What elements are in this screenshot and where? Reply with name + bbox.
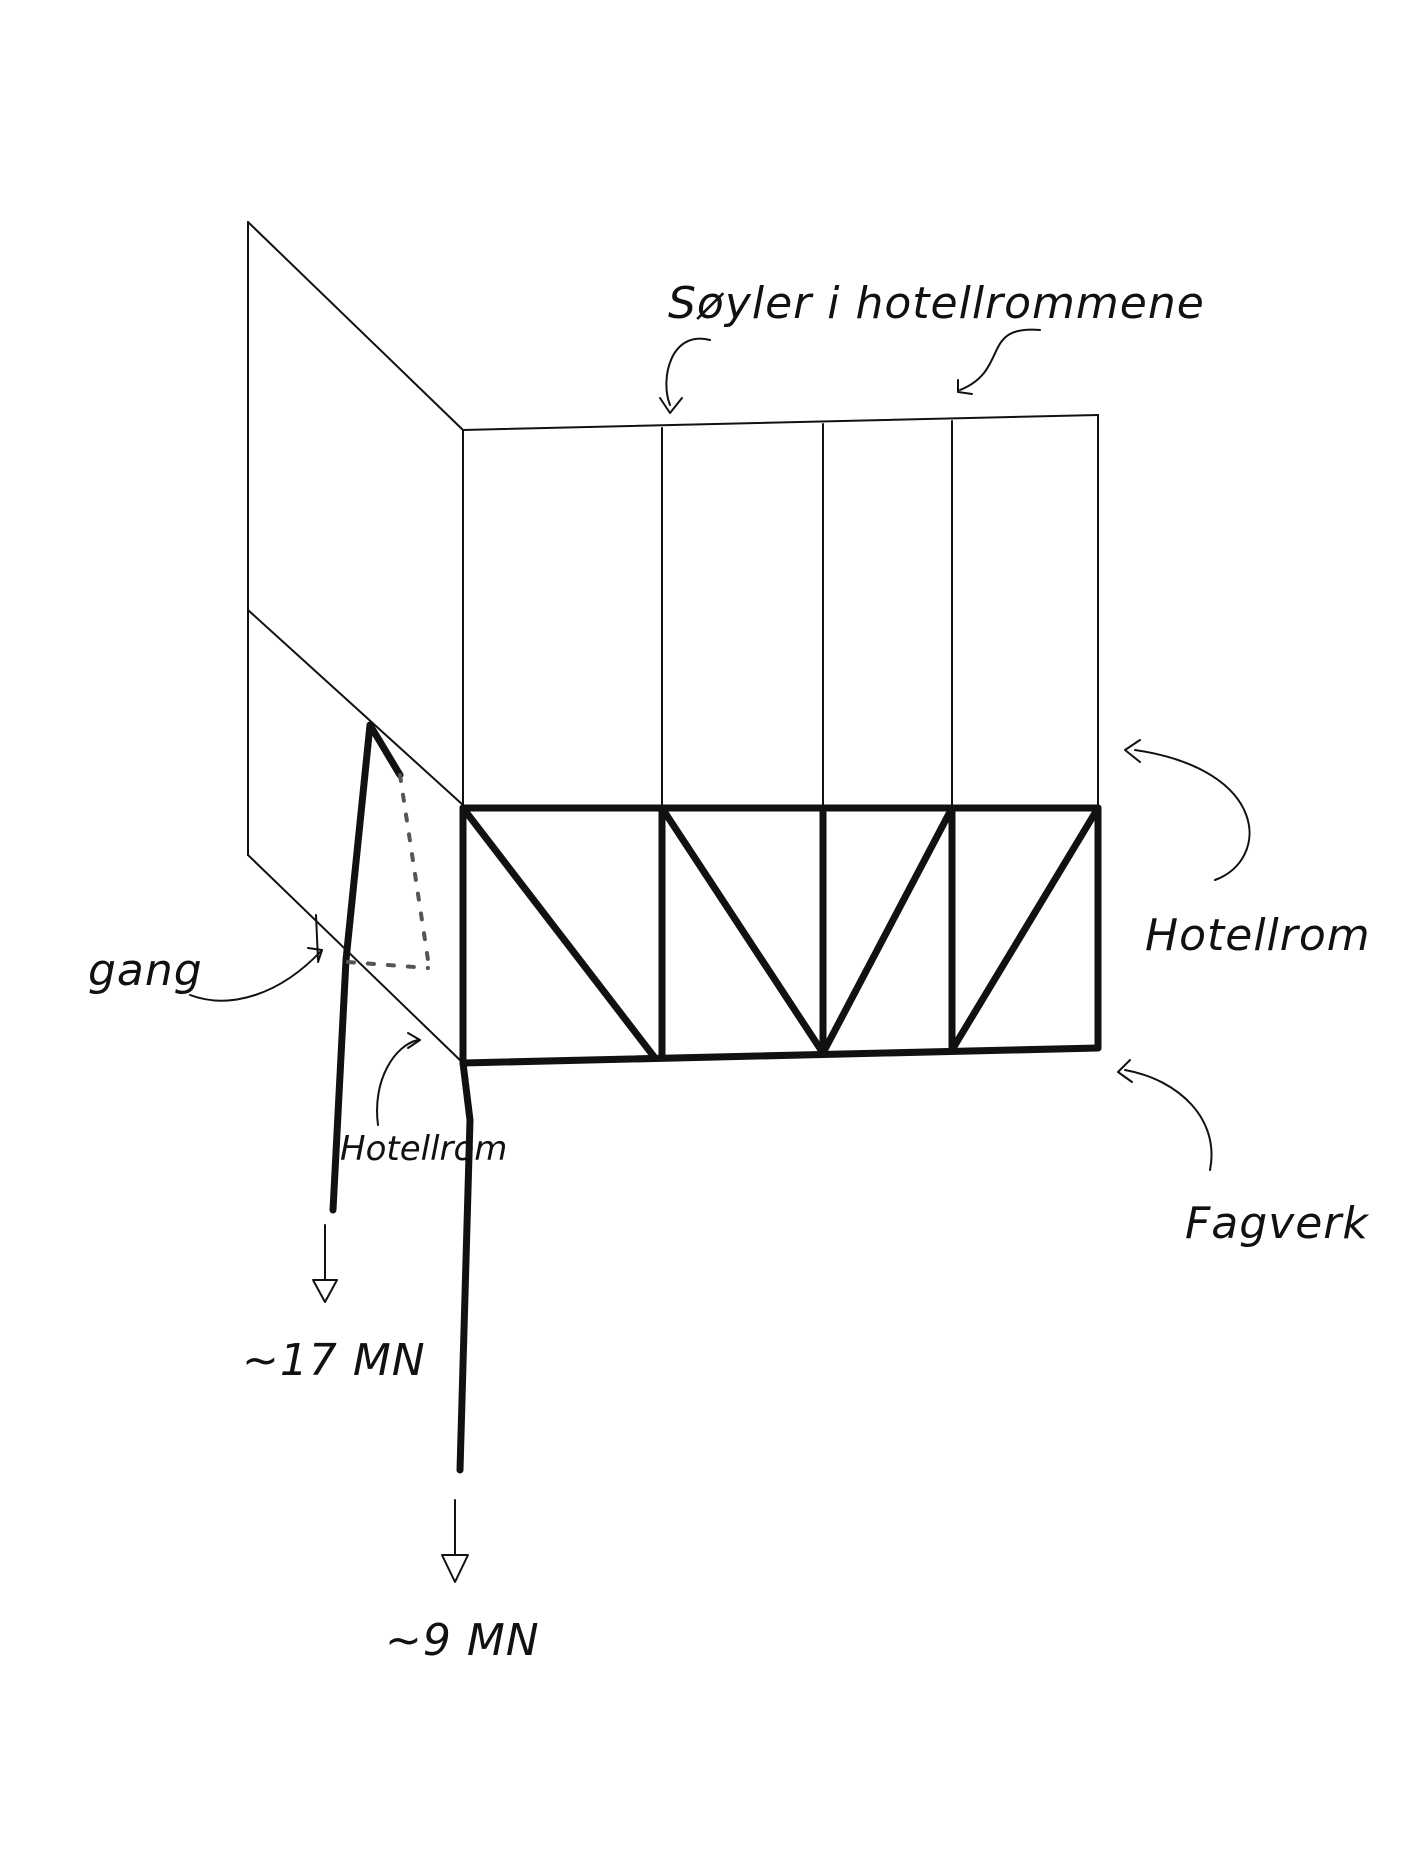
- label-hotel-room-right: Hotellrom: [1145, 910, 1371, 961]
- label-columns: Søyler i hotellrommene: [668, 278, 1205, 329]
- truss: [459, 804, 1102, 1067]
- load-arrow-front: [441, 1499, 469, 1583]
- annotation-arrows: [189, 328, 1251, 1171]
- label-load-corner: ~17 MN: [242, 1335, 426, 1386]
- label-corridor: gang: [88, 945, 203, 996]
- label-facade: Fagverk: [1185, 1198, 1369, 1249]
- label-load-front: ~9 MN: [385, 1615, 540, 1666]
- label-hotel-room-left: Hotellrom: [340, 1129, 507, 1169]
- side-wall: [247, 221, 464, 1064]
- load-path-corner: [329, 721, 430, 1214]
- load-path-front: [456, 1059, 474, 1474]
- load-arrow-corner: [312, 1224, 338, 1303]
- facade-upper: [462, 414, 1099, 806]
